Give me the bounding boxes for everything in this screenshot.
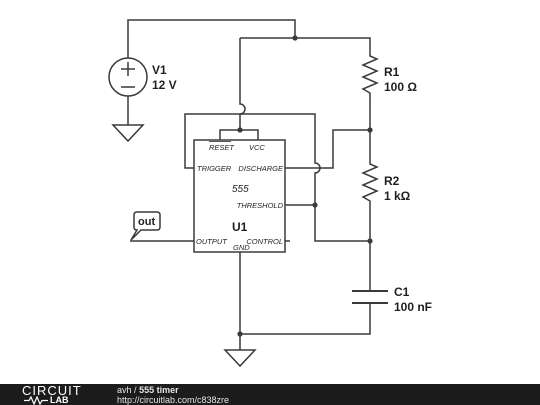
wire-top-bus: [240, 37, 371, 52]
junction-top: [292, 35, 298, 41]
wire-discharge: [285, 129, 370, 169]
footer-title-line: avh / 555 timer: [117, 385, 179, 395]
pin-output-label: OUTPUT: [196, 237, 228, 246]
footer-bar: CIRCUIT LAB avh / 555 timer http://circu…: [0, 384, 540, 405]
pin-trigger-label: TRIGGER: [197, 164, 232, 173]
junctions: [237, 35, 373, 337]
v1-name-label: V1: [152, 63, 167, 77]
v1-value-label: 12 V: [152, 78, 177, 92]
c1-name-label: C1: [394, 285, 410, 299]
ic-type-label: 555: [232, 184, 249, 195]
ground-symbol-main: [223, 349, 257, 368]
circuit-title: 555 timer: [139, 385, 179, 395]
wire-vcc-feed: [239, 38, 246, 130]
pin-vcc-label: VCC: [249, 143, 265, 152]
resistor-r1[interactable]: [361, 52, 379, 98]
output-net-text: out: [138, 216, 155, 228]
author-name[interactable]: avh: [117, 385, 132, 395]
ground-symbol-v1: [111, 124, 145, 143]
logo-text-bottom: LAB: [50, 395, 69, 405]
circuitlab-logo[interactable]: CIRCUIT LAB: [22, 384, 94, 405]
ic-555-body[interactable]: [193, 139, 286, 253]
junction-threshold: [312, 202, 318, 208]
wire-trigger-hop: [310, 113, 370, 242]
resistor-r2[interactable]: [361, 160, 379, 205]
pin-reset-label: RESET: [209, 143, 235, 152]
capacitor-c1[interactable]: [352, 290, 388, 304]
pin-discharge-label: DISCHARGE: [238, 164, 284, 173]
circuit-url[interactable]: http://circuitlab.com/c838zre: [117, 395, 230, 405]
pin-threshold-label: THRESHOLD: [237, 201, 284, 210]
path-separator: /: [134, 385, 137, 395]
wire-c1-ground: [240, 304, 371, 335]
r2-name-label: R2: [384, 174, 400, 188]
junction-r2-c1: [367, 238, 373, 244]
junction-ground: [237, 331, 243, 337]
wire-v1-top: [127, 19, 296, 58]
pin-gnd-label: GND: [233, 243, 250, 252]
r1-name-label: R1: [384, 65, 400, 79]
circuit-schematic: V1 12 V R1 100 Ω R2 1 kΩ C1 100 nF RESET…: [108, 19, 432, 368]
pin-control-label: CONTROL: [246, 237, 283, 246]
resistor-logo-icon: [24, 396, 48, 405]
logo-text-top: CIRCUIT: [22, 383, 82, 398]
ic-name-label: U1: [232, 220, 248, 234]
r2-value-label: 1 kΩ: [384, 189, 411, 203]
output-net-label[interactable]: out: [130, 211, 161, 241]
c1-value-label: 100 nF: [394, 300, 432, 314]
r1-value-label: 100 Ω: [384, 80, 417, 94]
wire-trigger: [184, 113, 310, 169]
voltage-source-v1[interactable]: [108, 57, 148, 97]
junction-vcc: [237, 127, 243, 133]
junction-discharge: [367, 127, 373, 133]
